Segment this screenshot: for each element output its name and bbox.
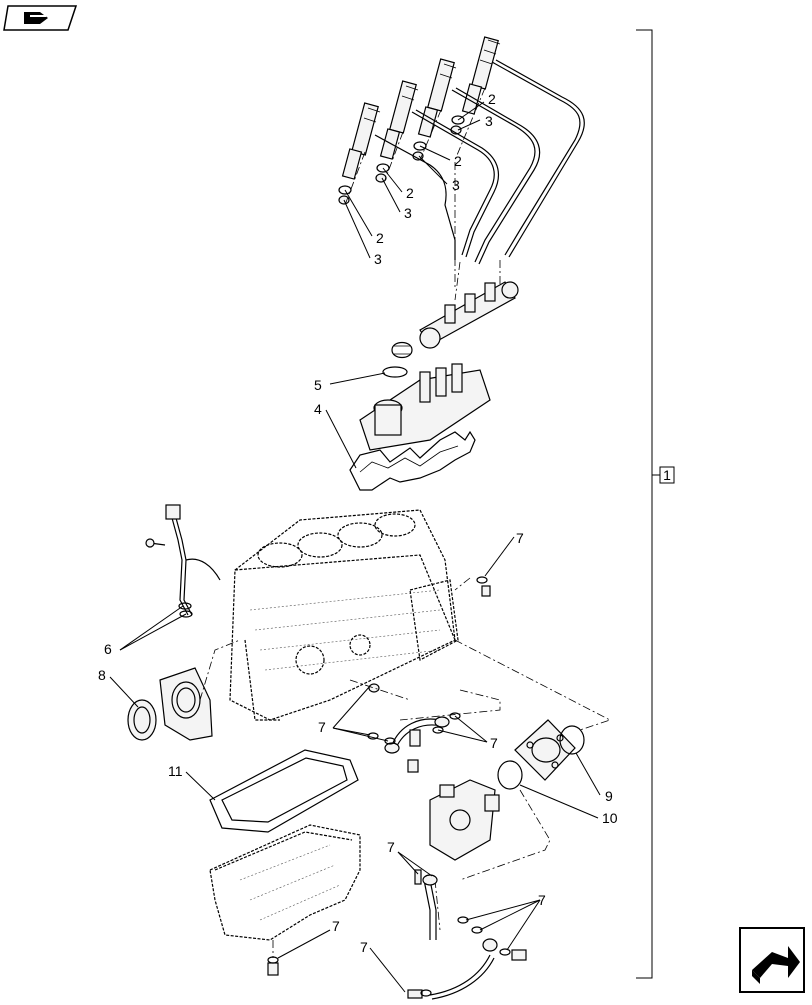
- engine-block: [229, 509, 459, 721]
- callout-9: 9: [605, 788, 613, 804]
- callout-4: 4: [314, 401, 322, 417]
- callout-7-e: 7: [538, 892, 546, 908]
- callout-2-b: 2: [454, 153, 462, 169]
- fuel-rail: [419, 281, 519, 349]
- assembly-lines: [199, 639, 612, 931]
- return-pipe: [407, 916, 527, 1000]
- callout-7-b: 7: [318, 719, 326, 735]
- o-ring-10: [497, 760, 523, 790]
- callout-2-c: 2: [406, 185, 414, 201]
- callout-2-d: 2: [376, 230, 384, 246]
- navigation-arrow-icon[interactable]: [739, 927, 805, 993]
- fuel-lines: [374, 59, 585, 265]
- callout-7-c: 7: [490, 735, 498, 751]
- injector-4: [341, 102, 381, 180]
- callout-10: 10: [602, 810, 618, 826]
- fuel-injection-pump: [429, 779, 500, 861]
- lower-fitting: [414, 869, 438, 940]
- manifold-gasket: [349, 430, 476, 491]
- callout-3-a: 3: [485, 113, 493, 129]
- callout-7-d: 7: [387, 839, 395, 855]
- o-ring-9: [559, 725, 585, 755]
- intake-manifold: [359, 363, 491, 451]
- injector-axis-lines: [344, 87, 501, 301]
- rear-oil-seal: [127, 699, 157, 741]
- assembly-bracket: [636, 29, 675, 979]
- injector-3: [379, 80, 419, 160]
- callout-1: 1: [663, 467, 671, 483]
- callout-7-f: 7: [332, 918, 340, 934]
- callout-2-a: 2: [488, 91, 496, 107]
- callout-6: 6: [104, 641, 112, 657]
- callout-8: 8: [98, 667, 106, 683]
- pump-flange: [514, 719, 576, 781]
- oil-pan-gasket: [209, 749, 359, 833]
- rear-seal-housing: [159, 667, 213, 741]
- callout-3-b: 3: [452, 177, 460, 193]
- dipstick-tube: [145, 504, 221, 618]
- rail-spring: [382, 341, 413, 378]
- callout-5: 5: [314, 377, 322, 393]
- injector-2: [417, 58, 457, 138]
- leader-lines: [109, 101, 601, 993]
- oil-pipe-upper: [367, 683, 461, 773]
- callout-11: 11: [168, 763, 183, 779]
- injector-1: [461, 36, 501, 115]
- oil-pan: [209, 824, 361, 976]
- callout-3-c: 3: [404, 205, 412, 221]
- assembly-view-icon[interactable]: [3, 5, 78, 31]
- callout-3-d: 3: [374, 251, 382, 267]
- callout-7-g: 7: [360, 939, 368, 955]
- callout-7-a: 7: [516, 530, 524, 546]
- block-plug: [454, 576, 491, 597]
